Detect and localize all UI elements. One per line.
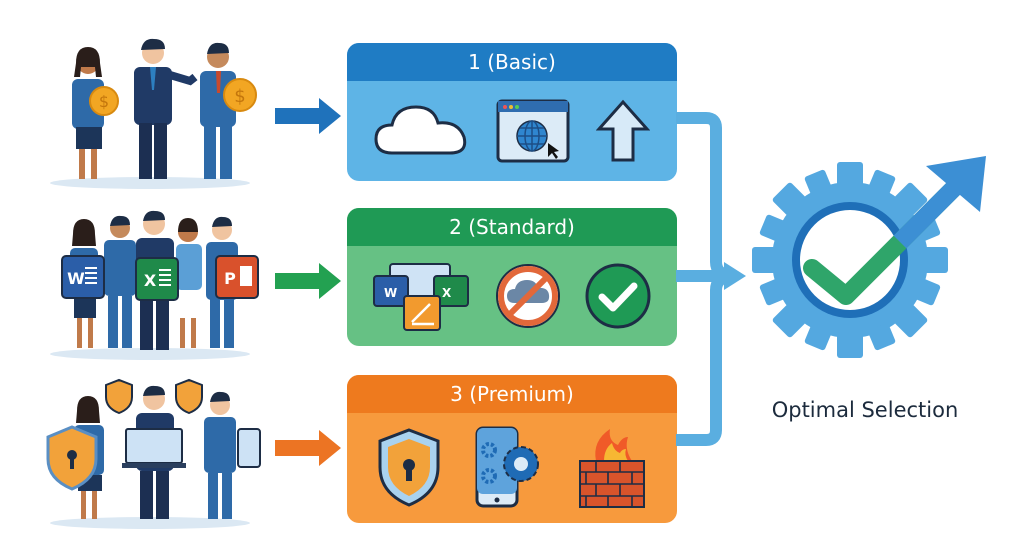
svg-text:W: W bbox=[67, 269, 85, 288]
people-with-office-apps-illustration: W X P bbox=[50, 210, 259, 360]
tier-premium-header: 3 (Premium) bbox=[347, 375, 677, 413]
gear-check-growth-icon bbox=[752, 156, 986, 358]
tier-basic-icons bbox=[347, 81, 677, 181]
optimal-selection-graphic bbox=[750, 150, 990, 390]
people-with-coins-illustration: $ $ bbox=[50, 38, 257, 189]
tier-standard-label: 2 (Standard) bbox=[449, 215, 575, 239]
tier-premium: 3 (Premium) bbox=[347, 375, 677, 523]
no-cloud-icon bbox=[495, 264, 560, 328]
firewall-icon bbox=[578, 429, 645, 508]
office-apps-icon: W X bbox=[372, 263, 469, 331]
svg-text:$: $ bbox=[99, 92, 109, 111]
arrow-to-basic bbox=[275, 98, 343, 134]
svg-text:X: X bbox=[144, 271, 157, 290]
checkmark-circle-icon bbox=[585, 263, 651, 329]
powerpoint-icon: P bbox=[215, 255, 259, 299]
tiers-to-result-connector bbox=[676, 110, 756, 450]
svg-text:W: W bbox=[384, 286, 397, 300]
people-group-premium bbox=[40, 375, 270, 530]
cloud-icon bbox=[374, 105, 467, 155]
tier-premium-icons bbox=[347, 413, 677, 523]
svg-text:X: X bbox=[442, 286, 452, 300]
svg-text:$: $ bbox=[234, 86, 245, 107]
arrow-to-premium bbox=[275, 430, 343, 466]
optimal-selection-label: Optimal Selection bbox=[771, 398, 959, 422]
arrow-to-standard bbox=[275, 263, 343, 299]
svg-text:P: P bbox=[224, 269, 236, 288]
people-group-basic: $ $ bbox=[40, 35, 270, 190]
word-icon: W bbox=[61, 255, 105, 299]
tier-standard: 2 (Standard) W X bbox=[347, 208, 677, 346]
tier-standard-header: 2 (Standard) bbox=[347, 208, 677, 246]
excel-icon: X bbox=[135, 257, 179, 301]
people-group-standard: W X P bbox=[40, 208, 270, 360]
tier-basic-label: 1 (Basic) bbox=[468, 50, 556, 74]
tier-standard-icons: W X bbox=[347, 246, 677, 346]
tier-premium-label: 3 (Premium) bbox=[450, 382, 574, 406]
security-shield-icon bbox=[378, 428, 440, 507]
tier-basic-header: 1 (Basic) bbox=[347, 43, 677, 81]
browser-globe-icon bbox=[496, 99, 570, 163]
people-with-security-illustration bbox=[46, 378, 261, 529]
mobile-settings-icon bbox=[475, 426, 539, 508]
upload-arrow-icon bbox=[596, 99, 650, 162]
tier-basic: 1 (Basic) bbox=[347, 43, 677, 181]
